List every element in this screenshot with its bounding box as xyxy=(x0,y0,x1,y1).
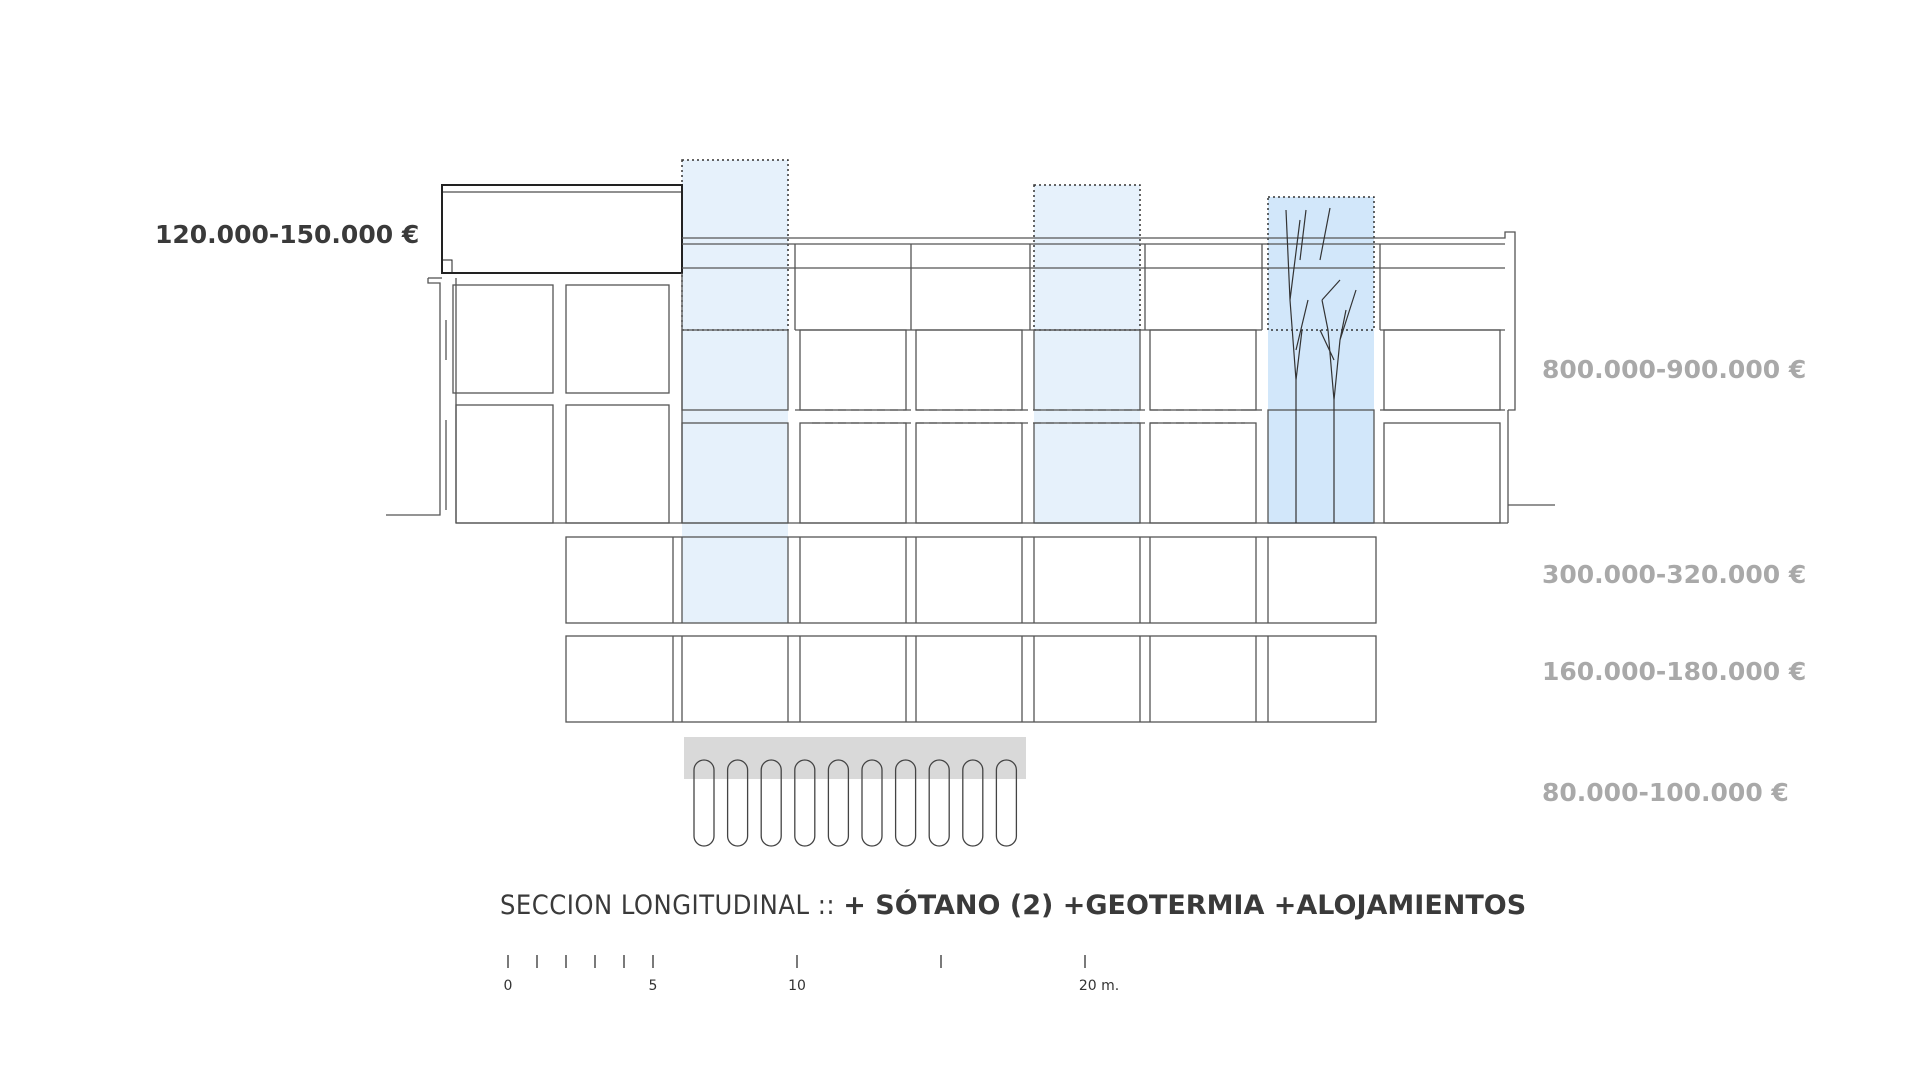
geothermal-probe xyxy=(995,759,1018,847)
basement-1 xyxy=(565,536,1377,624)
scale-label-20: 20 m. xyxy=(1078,978,1120,994)
penthouse xyxy=(441,184,683,274)
geothermal-probe xyxy=(726,759,749,847)
geothermal-field xyxy=(684,737,1026,847)
tree-drawing xyxy=(1285,207,1357,523)
cost-label-penthouse: 120.000-150.000 € xyxy=(155,220,420,249)
building-section xyxy=(386,231,1555,524)
patio-3-fill xyxy=(1268,197,1374,524)
scale-label-10: 10 xyxy=(788,978,806,994)
geothermal-probe xyxy=(861,759,883,847)
geothermal-probe xyxy=(827,759,850,847)
cost-label-basement-1: 300.000-320.000 € xyxy=(1542,560,1807,589)
patio-3-dotted-outline xyxy=(1267,196,1375,331)
scale-label-5: 5 xyxy=(648,978,658,994)
cost-label-basement-2: 160.000-180.000 € xyxy=(1542,657,1807,686)
geothermal-probe xyxy=(760,759,782,847)
basement-2 xyxy=(565,635,1377,723)
patio-fills xyxy=(681,159,1375,623)
scale-label-0: 0 xyxy=(503,978,513,994)
scale-bar xyxy=(507,955,1086,968)
cost-label-geothermal: 80.000-100.000 € xyxy=(1542,778,1789,807)
geothermal-probe xyxy=(962,759,984,847)
title-light: SECCION LONGITUDINAL :: xyxy=(500,890,844,921)
geothermal-probe xyxy=(894,759,917,847)
geothermal-probe xyxy=(794,759,816,847)
geothermal-probe xyxy=(928,759,950,847)
room-cells xyxy=(452,284,1501,524)
geothermal-probe xyxy=(693,759,715,847)
cost-label-above-ground: 800.000-900.000 € xyxy=(1542,355,1807,384)
patio-2-fill xyxy=(1034,185,1140,524)
penthouse-box xyxy=(441,184,683,274)
geothermal-band xyxy=(684,737,1026,779)
title-bold: + SÓTANO (2) +GEOTERMIA +ALOJAMIENTOS xyxy=(843,890,1527,921)
drawing-title: SECCION LONGITUDINAL :: + SÓTANO (2) +GE… xyxy=(500,890,1526,921)
geothermal-probes xyxy=(693,759,1018,847)
